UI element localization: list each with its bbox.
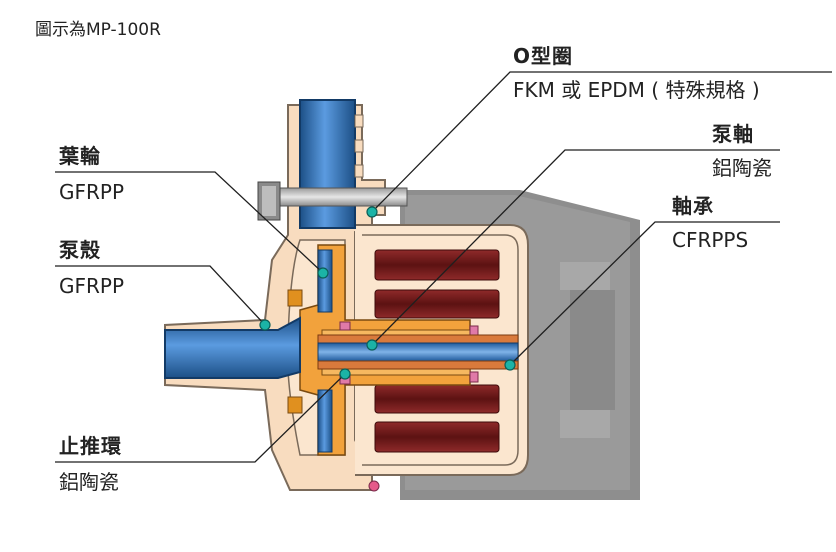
bearing-material: CFRPPS (672, 228, 749, 252)
o-ring-title: O型圈 (513, 44, 574, 68)
impeller-vanes (317, 249, 333, 453)
pump-shaft-title: 泵軸 (712, 122, 754, 146)
o-ring-marker (368, 480, 380, 492)
thrust-ring-material: 鋁陶瓷 (59, 470, 119, 494)
thrust-ring-title: 止推環 (59, 434, 122, 458)
discharge-port (299, 99, 364, 229)
leader-dots (259, 206, 516, 380)
pump-casing-material: GFRPP (59, 274, 125, 298)
bolt (257, 181, 408, 221)
leader-lines (55, 71, 832, 463)
suction-port (164, 316, 301, 379)
impeller-material: GFRPP (59, 180, 125, 204)
bearing-title: 軸承 (672, 194, 714, 218)
thrust-pads (287, 289, 479, 414)
impeller-title: 葉輪 (59, 144, 101, 168)
pump-casing-title: 泵殼 (59, 238, 101, 262)
pump-shaft-material: 鋁陶瓷 (712, 156, 772, 180)
o-ring-material: FKM 或 EPDM ( 特殊規格 ) (513, 78, 760, 102)
figure-caption: 圖示為MP-100R (35, 20, 161, 40)
pump-shaft (317, 334, 519, 370)
